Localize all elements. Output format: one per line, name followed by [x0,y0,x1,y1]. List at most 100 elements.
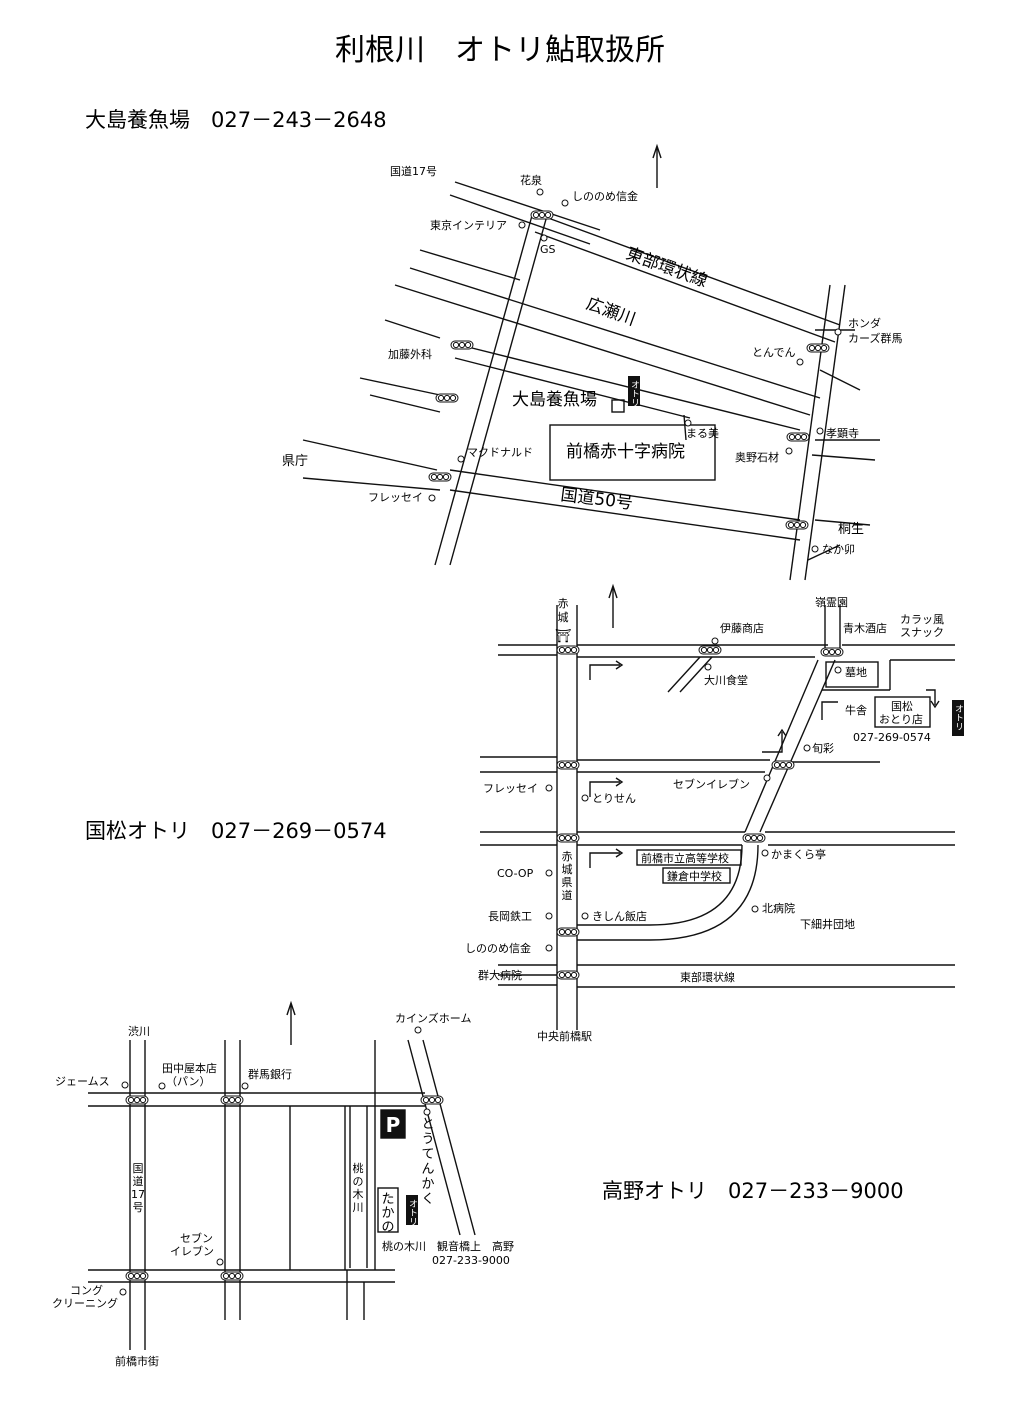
label-kunimatsu-phone: 027-269-0574 [853,731,931,744]
label-kamakura-tei: かまくら亭 [771,847,826,861]
label-oshima-shop: 大島養魚場 [512,390,597,410]
svg-text:城: 城 [558,611,569,624]
label-nagaoka: 長岡鉄工 [488,909,532,923]
svg-text:川: 川 [353,1201,364,1214]
torii-icon: ⛩ [555,628,572,644]
label-tobu-kanjo-2: 東部環状線 [680,970,735,984]
label-route50: 国道50号 [559,485,634,514]
kunimatsu-otori-text: オトリ [953,704,964,731]
label-kato: 加藤外科 [388,347,432,361]
label-kokenji: 孝顕寺 [826,427,859,440]
label-gs: GS [540,243,556,256]
takano-otori-text: オトリ [407,1199,418,1226]
totenkaku-vertical: と う て ん か く [421,1117,434,1207]
label-tanakaya-1: 田中屋本店 [162,1061,217,1075]
label-tokyo-interior: 東京インテリア [430,218,507,232]
svg-text:の: の [353,1175,364,1188]
kunimatsu-poi-dots [545,637,842,952]
takano-poi-dots [119,1026,431,1296]
label-kishin: きしん飯店 [592,909,647,923]
momonoki-vertical: 桃 の 木 川 [353,1161,364,1214]
label-shinonome-2: しののめ信金 [465,941,531,955]
label-hirose: 広瀬川 [583,294,638,330]
label-seven-2: イレブン [170,1244,214,1258]
svg-text:た: た [381,1192,394,1207]
parking-icon: P [386,1113,401,1137]
svg-text:道: 道 [133,1174,144,1188]
label-reiseien: 嶺霊園 [815,596,848,609]
label-seven: セブンイレブン [673,777,750,791]
kunimatsu-map [480,583,955,1030]
svg-text:ん: ん [421,1162,434,1177]
label-karaoke-1: カラッ風 [900,613,944,626]
label-kencho: 県庁 [282,454,308,469]
label-kong-2: クリーニング [52,1296,118,1310]
label-okuno: 奥野石材 [735,450,779,464]
svg-text:く: く [421,1192,434,1207]
label-mcdonalds: マクドナルド [467,446,533,459]
label-coop: CO-OP [497,867,534,880]
takano-heading: 高野オトリ 027－233－9000 [602,1179,904,1203]
svg-text:か: か [381,1206,394,1221]
label-honda-2: カーズ群馬 [848,331,902,345]
label-kamakura-jhs: 鎌倉中学校 [667,869,722,883]
label-okawa: 大川食堂 [704,673,748,687]
svg-text:木: 木 [353,1188,364,1201]
svg-text:と: と [421,1117,434,1132]
svg-text:う: う [421,1132,434,1147]
svg-text:道: 道 [562,888,573,902]
kunimatsu-heading: 国松オトリ 027－269－0574 [85,819,387,843]
label-ito: 伊藤商店 [720,621,764,635]
oshima-otori-text: オトリ [629,380,640,407]
label-kusai: 旬彩 [812,742,834,755]
label-fresay-1: フレッセイ [368,491,423,504]
label-kong-1: コング [70,1283,103,1297]
akagi-kendo-vertical: 赤 城 県 道 [562,850,573,902]
label-aoki: 青木酒店 [843,621,887,635]
svg-text:赤: 赤 [558,597,569,610]
label-james: ジェームス [55,1075,110,1088]
label-kiryu: 桐生 [838,522,864,537]
label-cainz: カインズホーム [395,1011,471,1025]
label-marumi: まる美 [686,427,719,440]
label-hospital: 前橋赤十字病院 [566,442,685,462]
label-shibukawa: 渋川 [128,1025,150,1038]
label-bochi: 墓地 [845,666,867,679]
label-seven-1: セブン [180,1231,213,1245]
label-shop-kunimatsu-2: おとり店 [879,712,923,726]
label-gunma-bank: 群馬銀行 [248,1067,292,1081]
svg-text:か: か [421,1177,434,1192]
label-tonden: とんでん [752,346,795,359]
label-maebashi: 前橋市街 [115,1354,159,1368]
label-kita-hosp: 北病院 [762,901,795,915]
label-hanaizumi: 花泉 [520,173,542,187]
label-torisen: とりせん [592,792,636,805]
route17-vertical: 国 道 17 号 [131,1162,145,1214]
svg-text:の: の [381,1220,394,1235]
label-shimohoso: 下細井団地 [800,917,855,931]
takano-shop-vertical: た か の [381,1192,394,1235]
svg-text:国: 国 [133,1162,144,1175]
takano-map [88,1000,476,1350]
label-karaoke-2: スナック [900,626,944,639]
svg-text:城: 城 [562,863,573,876]
label-route17: 国道17号 [390,164,437,178]
label-takano-phone: 027-233-9000 [432,1254,510,1267]
label-tanakaya-2: （パン） [166,1075,211,1088]
oshima-poi-dots [428,188,842,553]
svg-text:赤: 赤 [562,850,573,863]
label-shinonome: しののめ信金 [572,189,638,203]
label-gyusha: 牛舎 [845,703,867,717]
takano-otori-tag [406,1195,418,1225]
label-tobu-kanjo: 東部環状線 [623,244,710,292]
svg-text:県: 県 [562,876,573,889]
svg-text:17: 17 [131,1188,145,1201]
kunimatsu-otori-tag [952,700,964,736]
svg-text:号: 号 [133,1201,144,1214]
label-high-school: 前橋市立高等学校 [641,851,729,865]
oshima-map [302,143,880,581]
label-chuo-station: 中央前橋駅 [537,1029,592,1043]
label-fresay-2: フレッセイ [483,782,538,795]
label-gunma-univ: 群大病院 [478,968,522,982]
